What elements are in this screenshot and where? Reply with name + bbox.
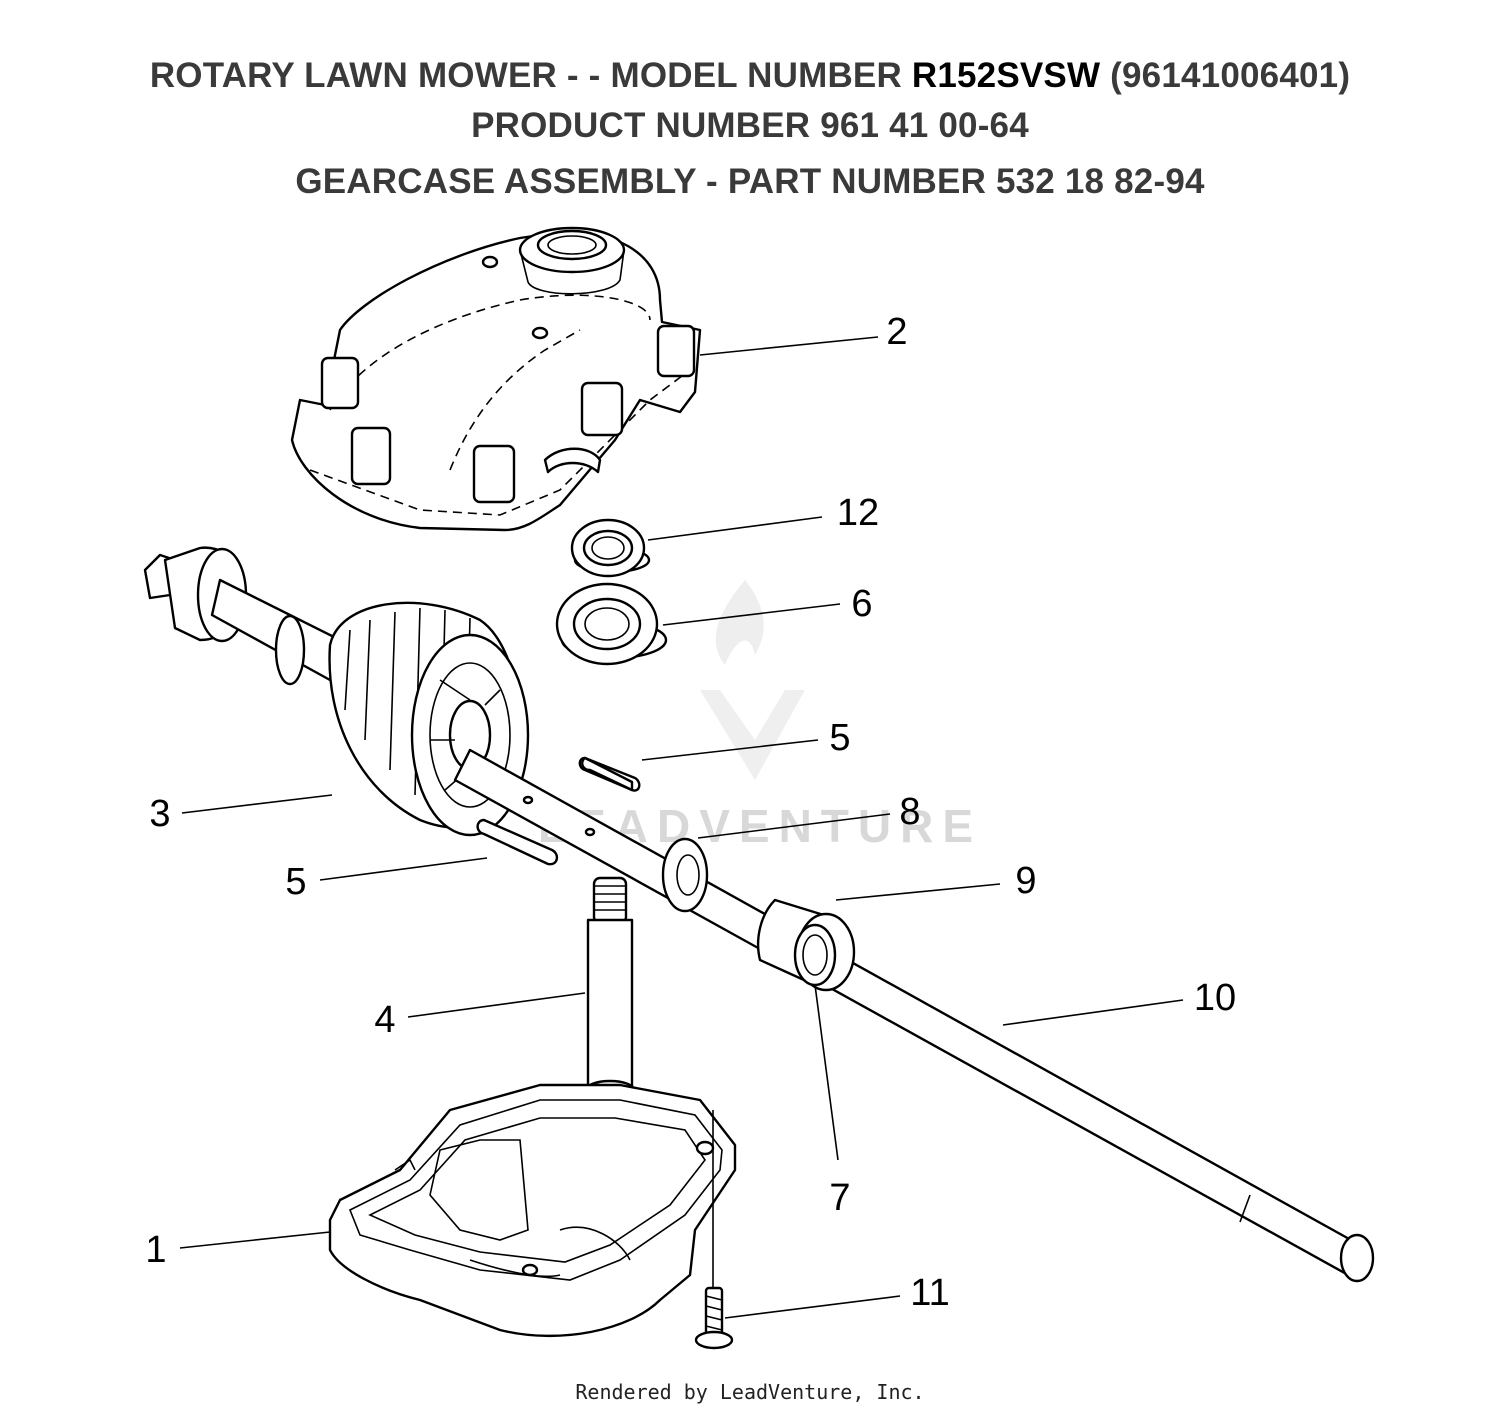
callout-1[interactable]: 1 xyxy=(145,1229,166,1271)
part-11-screw[interactable] xyxy=(694,1110,734,1350)
part-1-lower-housing[interactable] xyxy=(328,1083,737,1338)
part-3-gear-shaft[interactable] xyxy=(143,546,530,837)
callout-7[interactable]: 7 xyxy=(829,1177,850,1219)
callouts: 2 12 6 5 3 8 5 9 10 4 7 1 11 xyxy=(145,311,1236,1314)
diagram-title-line-3: GEARCASE ASSEMBLY - PART NUMBER 532 18 8… xyxy=(295,162,1205,201)
watermark-v-icon xyxy=(700,690,805,780)
callout-12[interactable]: 12 xyxy=(837,492,879,534)
part-5-pin-upper[interactable] xyxy=(578,756,641,792)
callout-6[interactable]: 6 xyxy=(851,583,872,625)
model-number: R152SVSW xyxy=(911,56,1101,95)
diagram-title-line-1: ROTARY LAWN MOWER - - MODEL NUMBER R152S… xyxy=(0,56,1500,96)
footer-credit: Rendered by LeadVenture, Inc. xyxy=(575,1380,925,1404)
callout-2[interactable]: 2 xyxy=(886,311,907,353)
callout-5-lower[interactable]: 5 xyxy=(285,861,306,903)
callout-3[interactable]: 3 xyxy=(149,793,170,835)
part-8-washer[interactable] xyxy=(661,837,709,913)
callout-5-upper[interactable]: 5 xyxy=(829,717,850,759)
title-suffix: (96141006401) xyxy=(1110,56,1351,95)
leader-lines xyxy=(179,336,1184,1319)
part-12-bearing[interactable] xyxy=(570,518,651,578)
callout-9[interactable]: 9 xyxy=(1015,860,1036,902)
watermark-flame-icon xyxy=(715,580,764,665)
callout-8[interactable]: 8 xyxy=(899,791,920,833)
callout-10[interactable]: 10 xyxy=(1194,977,1236,1019)
diagram-title-line-2: PRODUCT NUMBER 961 41 00-64 xyxy=(471,106,1029,145)
title-prefix: ROTARY LAWN MOWER - - MODEL NUMBER xyxy=(149,56,902,95)
part-6-bearing[interactable] xyxy=(555,582,668,666)
callout-4[interactable]: 4 xyxy=(374,999,395,1041)
part-7-bearing[interactable] xyxy=(793,923,837,987)
callout-11[interactable]: 11 xyxy=(910,1272,949,1314)
part-2-upper-housing[interactable] xyxy=(290,226,702,532)
part-5-pin-lower[interactable] xyxy=(476,818,559,866)
